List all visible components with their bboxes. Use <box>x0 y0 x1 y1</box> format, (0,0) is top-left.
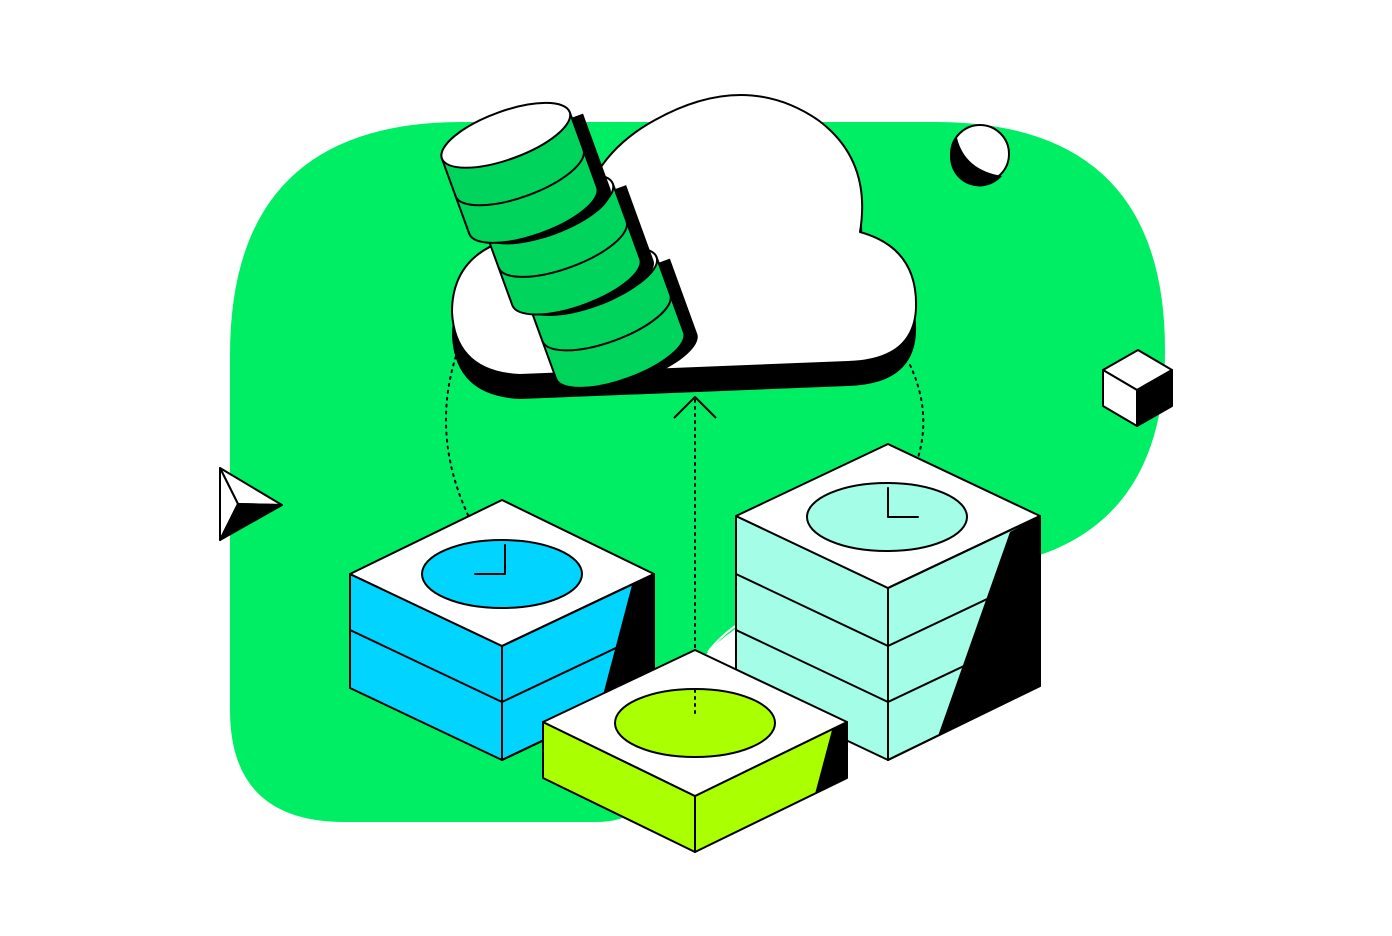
blue-server-block <box>349 499 655 761</box>
database-cylinder <box>440 101 611 245</box>
database-stack-icon <box>440 101 698 390</box>
clock-icon <box>806 482 968 552</box>
pyramid-icon <box>219 467 283 541</box>
cube-icon <box>1102 349 1173 427</box>
right-dotted-connector <box>887 364 925 515</box>
clock-icon <box>421 539 583 609</box>
sphere-icon <box>950 124 1010 187</box>
lime-server-block <box>542 649 848 853</box>
upload-arrow-icon <box>673 396 717 419</box>
mint-server-block <box>735 443 1041 761</box>
